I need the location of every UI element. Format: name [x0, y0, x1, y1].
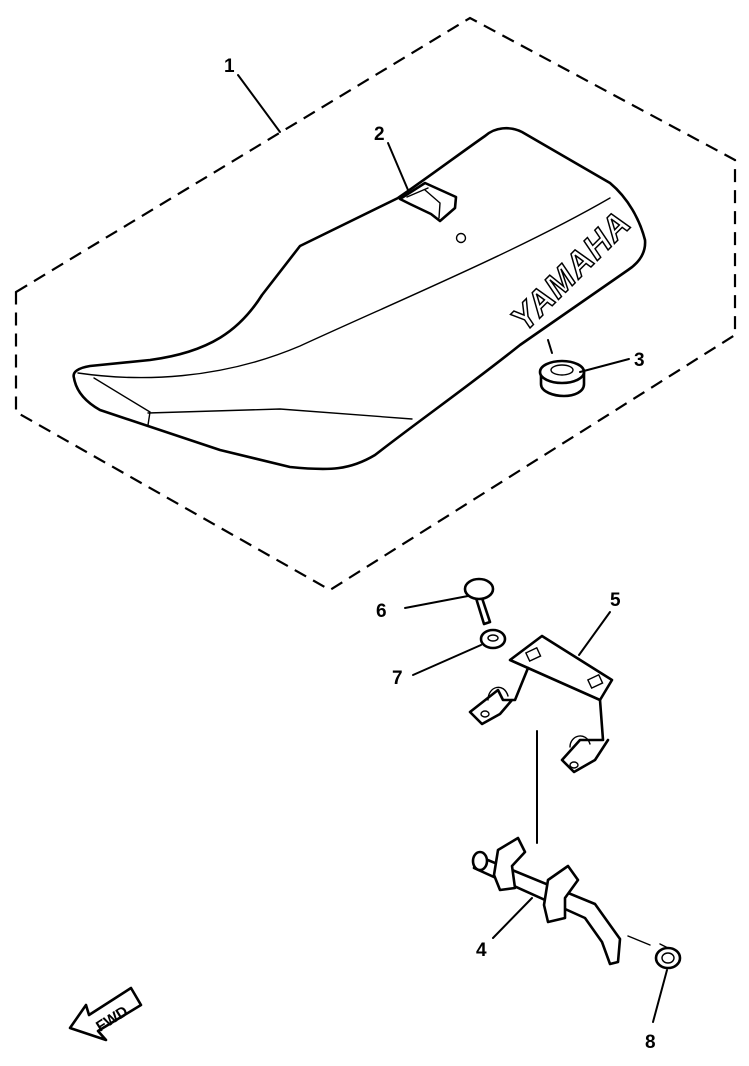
callout-8: 8: [645, 1032, 656, 1053]
callout-6: 6: [376, 601, 387, 622]
leader-7: [412, 644, 482, 676]
callout-4: 4: [476, 940, 487, 961]
callout-2: 2: [374, 124, 385, 145]
washer: [479, 628, 507, 650]
leader-1: [237, 74, 281, 133]
spring: [627, 935, 682, 970]
callout-5: 5: [610, 590, 621, 611]
bolt: [463, 577, 495, 626]
leader-5: [578, 611, 611, 656]
callout-3: 3: [634, 350, 645, 371]
callout-1: 1: [224, 56, 235, 77]
fwd-arrow-icon: FWD: [68, 986, 143, 1042]
leader-6: [404, 595, 469, 609]
seat: YAMAHA: [72, 126, 647, 471]
callout-7: 7: [392, 668, 403, 689]
seat-bracket: [468, 634, 614, 774]
seat-lock-lever: [471, 836, 622, 966]
damper: [538, 339, 586, 398]
assembly-boundary: [14, 16, 737, 592]
leader-8: [652, 969, 668, 1023]
leader-2: [387, 142, 409, 191]
seat-hook: [398, 181, 458, 223]
leader-4: [492, 897, 533, 939]
leader-3: [579, 358, 630, 373]
